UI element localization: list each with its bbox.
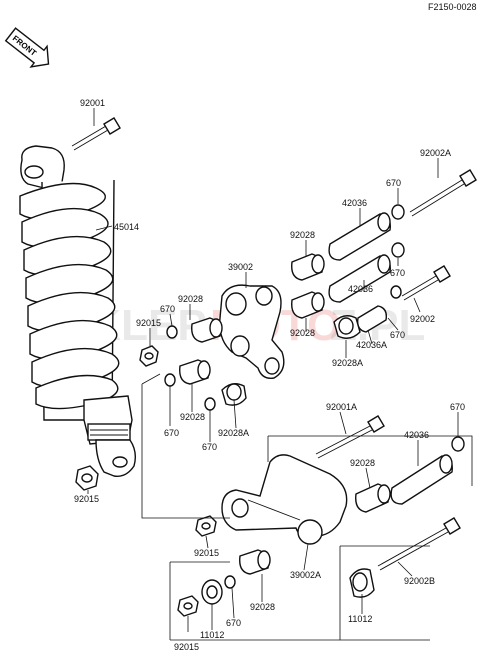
label-92028: 92028 (250, 602, 275, 612)
shock-absorber-45014 (19, 117, 137, 491)
sleeve-42036-a (328, 212, 391, 261)
bolt-92002 (401, 265, 451, 301)
part-labels: 92001 45014 92002A 670 42036 92028 39002… (74, 98, 465, 652)
bolt-92001 (71, 117, 121, 151)
label-92002B: 92002B (404, 576, 435, 586)
label-670: 670 (202, 442, 217, 452)
leader-lines (87, 108, 459, 632)
bush-92028-c (191, 317, 223, 343)
sleeve-42036-b (328, 254, 391, 303)
label-92015: 92015 (194, 548, 219, 558)
nut-92015-d (177, 595, 199, 617)
front-arrow-badge: FRONT (4, 27, 50, 68)
bush-92028-a (291, 253, 325, 281)
label-11012: 11012 (348, 614, 372, 624)
label-92028: 92028 (290, 328, 315, 338)
label-92002: 92002 (410, 314, 435, 324)
nut-92015-c (195, 515, 217, 537)
spring (19, 182, 120, 410)
label-92002A: 92002A (420, 148, 451, 158)
nut-92015-lower-shock (75, 465, 99, 491)
collar-11012-b (349, 568, 375, 598)
label-42036: 42036 (404, 430, 429, 440)
label-45014: 45014 (114, 222, 139, 232)
label-92028: 92028 (350, 458, 375, 468)
label-670: 670 (450, 402, 465, 412)
bush-92028-e (355, 483, 391, 513)
bush-92028-f (239, 549, 271, 575)
washer-670-d (166, 325, 178, 339)
assembly-lines (141, 373, 473, 641)
bush-92028-b (291, 291, 325, 319)
label-670: 670 (160, 304, 175, 314)
label-42036: 42036 (348, 284, 373, 294)
bush-92028-d (179, 359, 211, 385)
link-39002 (219, 284, 285, 379)
label-11012: 11012 (200, 630, 224, 640)
sleeve-42036-c (390, 454, 453, 505)
arm-39002A (221, 454, 348, 545)
washer-670-h (224, 575, 236, 589)
washer-670-b (391, 242, 405, 258)
label-92015: 92015 (174, 642, 199, 652)
washer-670-g (451, 436, 465, 452)
label-92015: 92015 (74, 494, 99, 504)
collar-11012-a (201, 579, 223, 605)
label-39002A: 39002A (290, 570, 321, 580)
washer-670-f (204, 397, 216, 411)
label-42036: 42036 (342, 198, 367, 208)
bush-92028A-a (333, 315, 361, 339)
label-670: 670 (386, 178, 401, 188)
label-670: 670 (164, 428, 179, 438)
label-92028: 92028 (290, 230, 315, 240)
nut-92015-a (139, 345, 159, 367)
label-42036A: 42036A (356, 340, 387, 350)
bolt-92001A (315, 415, 385, 459)
label-92001: 92001 (80, 98, 105, 108)
label-92001A: 92001A (326, 402, 357, 412)
label-670: 670 (390, 268, 405, 278)
washer-670-a (391, 204, 405, 220)
label-670: 670 (390, 330, 405, 340)
bolt-92002B (377, 517, 461, 571)
label-670: 670 (226, 618, 241, 628)
diagram-code: F2150-0028 (428, 2, 477, 12)
label-92015: 92015 (136, 318, 161, 328)
bush-92028A-b (221, 383, 247, 406)
washer-670-e (164, 373, 176, 387)
label-92028: 92028 (178, 294, 203, 304)
bolt-92002A (409, 169, 477, 217)
label-92028A: 92028A (332, 358, 363, 368)
label-92028: 92028 (180, 412, 205, 422)
label-92028A: 92028A (218, 428, 249, 438)
label-39002: 39002 (228, 262, 253, 272)
washer-670-c (390, 285, 402, 299)
